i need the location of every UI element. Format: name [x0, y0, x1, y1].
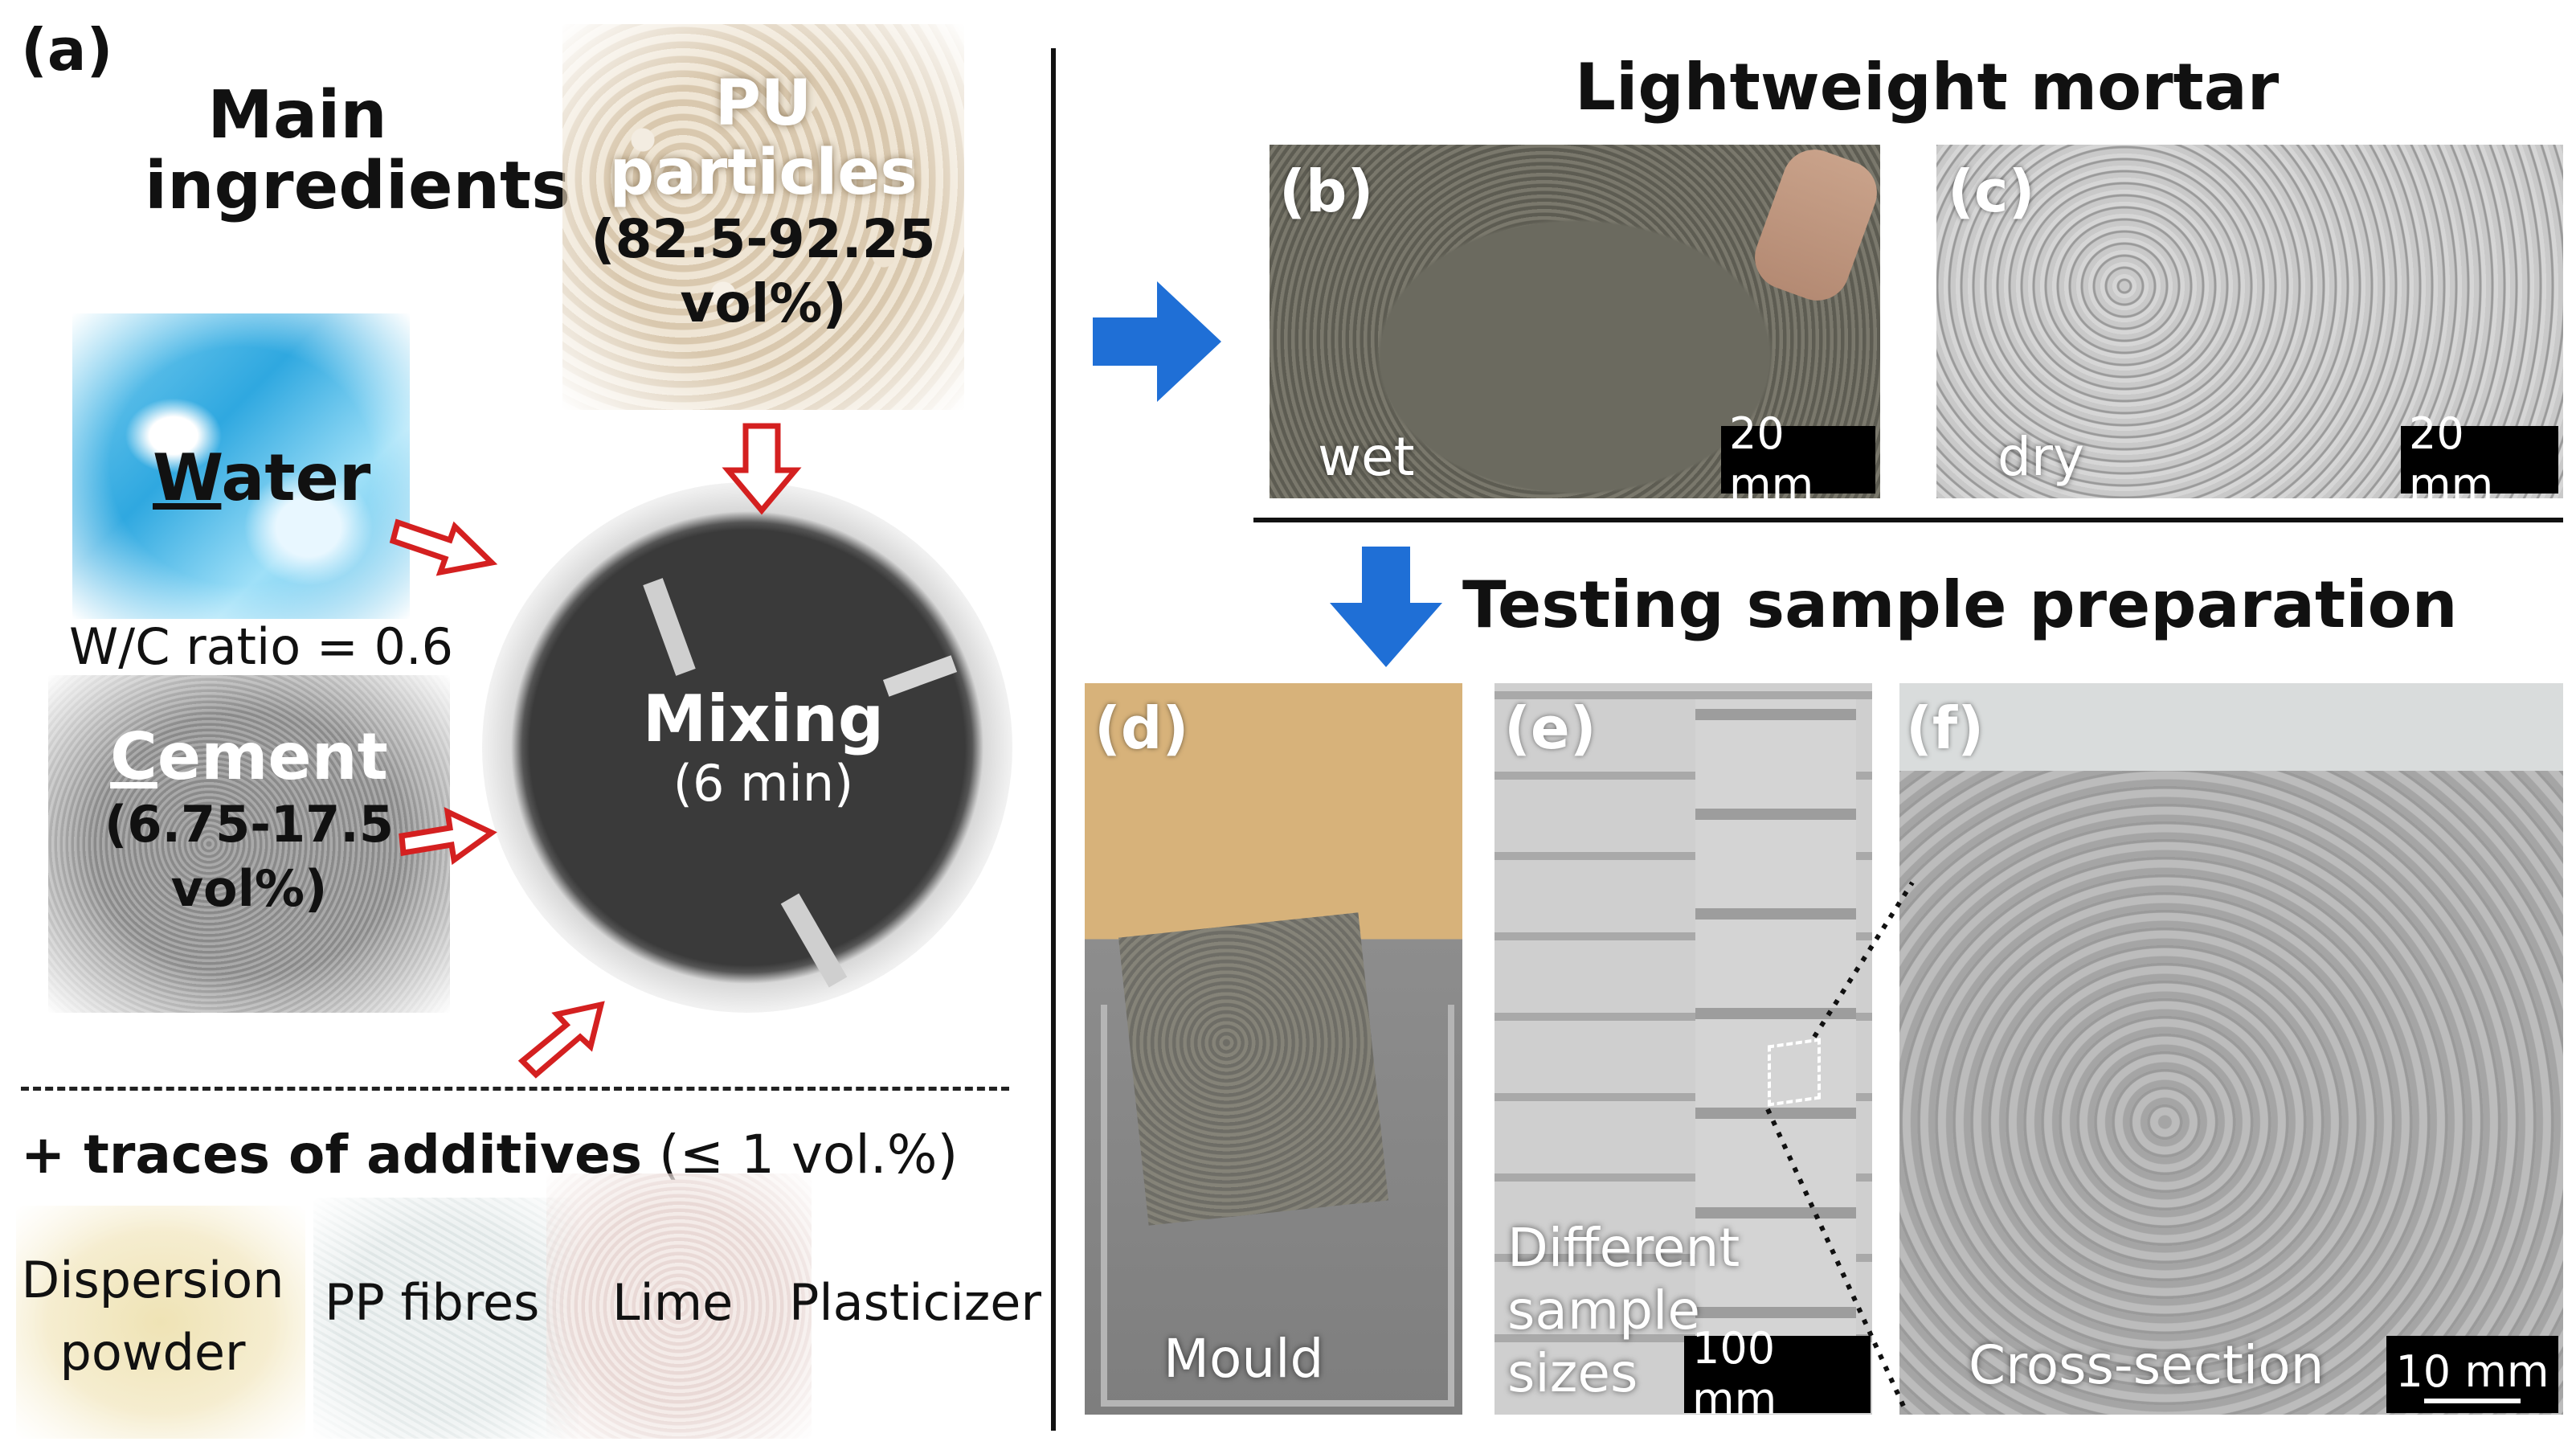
pu-line2: particles	[609, 137, 918, 209]
horizontal-divider	[1253, 518, 2563, 522]
additive-dispersion-powder: Dispersion powder	[16, 1244, 289, 1389]
red-arrow-bottom-icon	[517, 1001, 605, 1079]
panel-e-caption: Different sample sizes	[1507, 1217, 1740, 1405]
panel-f-caption: Cross-section	[1969, 1334, 2325, 1396]
panel-c-scalebar: 20 mm	[2401, 408, 2558, 510]
sample-blocks-column	[1695, 699, 1856, 1407]
panel-b-scale-text: 20 mm	[1729, 408, 1814, 510]
panel-b-caption: wet	[1318, 426, 1415, 488]
pu-line3: (82.5-92.25	[591, 208, 936, 270]
lime-photo	[546, 1173, 812, 1439]
panel-d-label: (d)	[1094, 694, 1189, 762]
panel-c-scale-text: 20 mm	[2409, 408, 2494, 510]
mixer-drum	[482, 482, 1012, 1013]
zoom-line-top	[1812, 881, 1915, 1038]
panel-b-label: (b)	[1279, 158, 1374, 225]
red-arrow-cement-icon	[399, 807, 497, 866]
cement-line3: vol%)	[170, 859, 328, 918]
panel-f-scalebar: 10 mm	[2386, 1336, 2558, 1413]
mixing-label: Mixing	[642, 682, 885, 756]
dashed-separator	[21, 1087, 1009, 1091]
cement-label: Cement	[64, 722, 434, 793]
mixing-time: (6 min)	[673, 754, 854, 813]
dispersion-powder-photo	[16, 1206, 305, 1439]
panel-e-caption-line3: sizes	[1507, 1342, 1638, 1404]
vertical-divider	[1051, 48, 1056, 1431]
water-label-rest: ater	[221, 440, 371, 515]
panel-b-scalebar: 20 mm	[1721, 408, 1875, 510]
panel-c-label: (c)	[1948, 158, 2035, 225]
testing-sample-title: Testing sample preparation	[1462, 567, 2458, 642]
panel-a-label: (a)	[21, 16, 113, 84]
panel-e-caption-line2: sample	[1507, 1280, 1700, 1341]
additive-plasticizer: Plasticizer	[789, 1273, 1041, 1332]
mould-box	[1101, 1005, 1454, 1407]
red-arrow-water-icon	[389, 518, 498, 576]
zoom-line-bottom	[1765, 1108, 1908, 1413]
panel-c-caption: dry	[1997, 426, 2085, 488]
additive-pp-fibres: PP fibres	[325, 1273, 540, 1332]
cement-photo	[48, 675, 450, 1013]
panel-e-scalebar: 100 mm	[1684, 1323, 1871, 1424]
blue-arrow-right-icon	[1093, 281, 1221, 402]
wc-ratio-text: W/C ratio = 0.6	[69, 617, 454, 676]
blue-arrow-down-icon	[1330, 547, 1442, 667]
pu-particles-photo	[562, 24, 964, 410]
pu-line4: vol%)	[680, 272, 847, 334]
panel-e-caption-line1: Different	[1507, 1217, 1740, 1279]
mixing-text: Mixing (6 min)	[611, 683, 916, 812]
pu-particles-text: PU particles (82.5-92.25 vol%)	[579, 69, 948, 336]
pp-fibres-photo	[313, 1198, 579, 1439]
cement-label-prefix: C	[110, 719, 157, 794]
additives-bold: + traces of additives	[21, 1124, 642, 1186]
water-photo	[72, 313, 410, 619]
water-label: Water	[153, 440, 370, 515]
panel-d-caption: Mould	[1163, 1328, 1324, 1390]
cement-line2: (6.75-17.5	[104, 795, 394, 854]
panel-f-label: (f)	[1906, 694, 1985, 762]
cement-label-rest: ement	[157, 719, 388, 794]
panel-d-photo	[1085, 683, 1462, 1415]
additive-1-line1: Dispersion	[21, 1251, 284, 1309]
panel-e-photo	[1494, 683, 1872, 1415]
main-ingredients-line1: Main	[207, 77, 387, 154]
red-arrows	[389, 423, 802, 1079]
water-label-prefix: W	[153, 440, 222, 515]
panel-f-scale-text: 10 mm	[2395, 1345, 2549, 1397]
cement-text: Cement (6.75-17.5 vol%)	[64, 722, 434, 921]
panel-e-scale-text: 100 mm	[1692, 1323, 1777, 1424]
pu-line1: PU	[714, 68, 812, 140]
lightweight-mortar-title: Lightweight mortar	[1575, 50, 2280, 125]
panel-e-label: (e)	[1504, 694, 1597, 762]
red-arrow-down-icon	[722, 423, 802, 515]
panel-f-scale-bar	[2424, 1398, 2521, 1403]
additive-1-line2: powder	[59, 1323, 246, 1382]
panel-f-photo	[1899, 683, 2563, 1415]
additive-lime: Lime	[612, 1273, 734, 1332]
